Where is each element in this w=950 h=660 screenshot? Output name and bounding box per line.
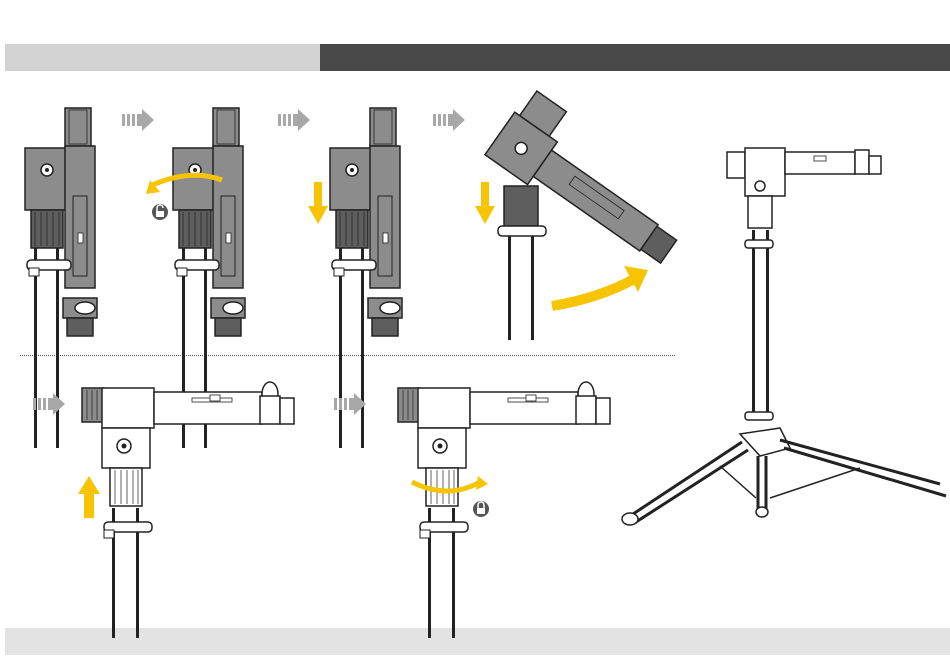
swing-arrow-icon [552, 266, 648, 306]
step-arrow-icon [122, 109, 154, 131]
step-arrow-icon [33, 393, 65, 415]
up-arrow-icon [78, 476, 100, 518]
step-3-slide-down [330, 108, 402, 448]
step-arrow-icon [278, 109, 310, 131]
lock-icon [473, 501, 489, 517]
unlock-icon [152, 204, 168, 220]
step-5-horizontal-clamp [82, 382, 294, 638]
assembled-stand [622, 148, 946, 525]
step-6-horizontal-clamp [398, 382, 610, 638]
down-arrow-icon [308, 182, 328, 224]
step-4-rotate-clamp [485, 88, 701, 340]
down-arrow-icon [475, 182, 495, 224]
step-arrow-icon [433, 109, 465, 131]
